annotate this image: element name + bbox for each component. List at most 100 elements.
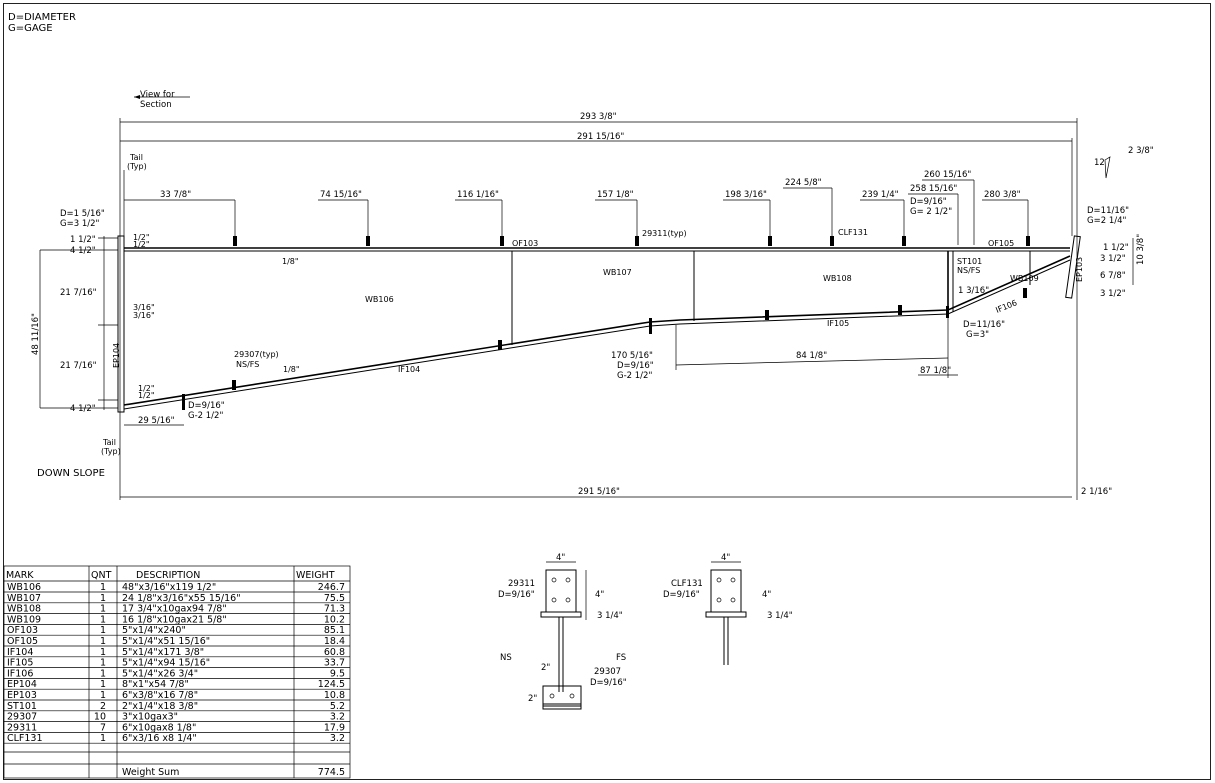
cell-qnt: 1: [100, 636, 106, 647]
detail-29311-mark: 29311: [508, 579, 535, 589]
cell-description: 24 1/8"x3/16"x55 15/16": [122, 593, 241, 604]
weld-w2: 1/2": [133, 240, 150, 249]
cell-qnt: 1: [100, 668, 106, 679]
table-row: WB108 1 17 3/4"x10gax94 7/8" 71.3: [4, 604, 350, 615]
cell-weight: 124.5: [318, 679, 345, 690]
label-wb109: WB109: [1010, 274, 1039, 283]
dim-13-16: 1 3/16": [958, 286, 989, 296]
col-qnt: QNT: [91, 570, 112, 581]
left-dim-a: 1 1/2": [70, 235, 96, 245]
cell-description: 6"x10gax8 1/8": [122, 722, 196, 733]
label-if104: IF104: [398, 365, 420, 374]
weld-w8: 1/2": [138, 391, 155, 400]
detail-clf131: 4" 4" 3 1/4" CLF131 D=9/16": [663, 553, 793, 665]
cell-weight: 71.3: [324, 604, 345, 615]
cell-weight: 10.2: [324, 614, 345, 625]
cell-mark: 29307: [7, 712, 37, 723]
cell-description: 5"x1/4"x240": [122, 625, 186, 636]
col-description: DESCRIPTION: [136, 570, 200, 581]
col-mark: MARK: [6, 570, 34, 581]
cell-weight: 246.7: [318, 582, 345, 593]
legend-gage: G=GAGE: [8, 23, 53, 34]
cell-mark: WB109: [7, 614, 41, 625]
dim-d8: 260 15/16": [924, 170, 971, 180]
detail-29307-h: 2": [528, 694, 537, 704]
cell-description: 17 3/4"x10gax94 7/8": [122, 604, 227, 615]
cell-description: 3"x10gax3": [122, 712, 178, 723]
tail-top-label: Tail: [129, 153, 143, 162]
cell-weight: 9.5: [330, 668, 345, 679]
cell-qnt: 2: [100, 701, 106, 712]
right-dim-a: 1 1/2": [1103, 243, 1129, 253]
table-row: WB109 1 16 1/8"x10gax21 5/8" 10.2: [4, 614, 350, 625]
detail-fs: FS: [616, 653, 626, 663]
dim-841: 84 1/8": [796, 351, 827, 361]
view-for-label: View for: [140, 90, 175, 100]
dim-d1: 33 7/8": [160, 190, 191, 200]
label-of105: OF105: [988, 239, 1014, 248]
weld-w6: 1/8": [283, 365, 300, 374]
cell-description: 48"x3/16"x119 1/2": [122, 582, 216, 593]
cell-qnt: 1: [100, 658, 106, 669]
label-ep103: EP103: [1075, 257, 1084, 282]
cell-mark: WB108: [7, 604, 41, 615]
label-wb108: WB108: [823, 274, 852, 283]
cell-weight: 18.4: [324, 636, 345, 647]
view-arrow-head: [134, 95, 140, 99]
view-section-label: Section: [140, 100, 172, 110]
bottom-mid-d: D=9/16": [617, 361, 654, 371]
label-clf131: CLF131: [838, 228, 868, 237]
dim-d7: 239 1/4": [862, 190, 899, 200]
cell-qnt: 1: [100, 690, 106, 701]
detail-29311: 4" 4" 3 1/4" 29311 D=9/16" NS FS: [498, 553, 626, 710]
left-hole-d: D=1 5/16": [60, 209, 105, 219]
cell-weight: 10.8: [324, 690, 345, 701]
cell-mark: IF104: [7, 647, 33, 658]
right-hole-g: G=2 1/4": [1087, 216, 1126, 226]
detail-clf131-d: D=9/16": [663, 590, 700, 600]
cell-description: 5"x1/4"x26 3/4": [122, 668, 198, 679]
cell-qnt: 7: [100, 722, 106, 733]
detail-29307-w: 2": [541, 663, 550, 673]
detail-clf131-w: 4": [721, 553, 730, 563]
left-dim-e: 4 1/2": [70, 404, 96, 414]
detail-29311-w: 4": [556, 553, 565, 563]
bottom-mid-dim: 170 5/16": [611, 351, 653, 361]
cell-description: 16 1/8"x10gax21 5/8": [122, 614, 227, 625]
dim-overall: 293 3/8": [580, 112, 617, 122]
cell-qnt: 1: [100, 604, 106, 615]
weight-sum-value: 774.5: [318, 767, 345, 778]
mid-hole-g: G= 2 1/2": [910, 207, 952, 217]
label-29307: 29307(typ): [234, 350, 279, 359]
dim-871: 87 1/8": [920, 366, 951, 376]
tail-top-typ: (Typ): [127, 162, 147, 171]
bottom-left-d: D=9/16": [188, 401, 225, 411]
dim-d6: 224 5/8": [785, 178, 822, 188]
end-plate-ep103: [1065, 235, 1081, 299]
label-29307-nsfs: NS/FS: [236, 360, 259, 369]
cell-weight: 85.1: [324, 625, 345, 636]
bottom-flange: [123, 255, 1071, 406]
weld-w7: 1/2": [138, 384, 155, 393]
cell-description: 5"x1/4"x51 15/16": [122, 636, 210, 647]
cell-weight: 3.2: [330, 733, 345, 744]
weld-w5: 3/16": [133, 311, 155, 320]
dim-d10: 280 3/8": [984, 190, 1021, 200]
cell-mark: EP103: [7, 690, 37, 701]
cell-qnt: 1: [100, 647, 106, 658]
cell-qnt: 1: [100, 614, 106, 625]
label-if106: IF106: [994, 298, 1018, 315]
bottom-mid-g: G-2 1/2": [617, 371, 652, 381]
bottom-right-dim: 2 1/16": [1081, 487, 1112, 497]
cell-mark: WB106: [7, 582, 41, 593]
dim-d3: 116 1/16": [457, 190, 499, 200]
bottom-left-g: G-2 1/2": [188, 411, 223, 421]
